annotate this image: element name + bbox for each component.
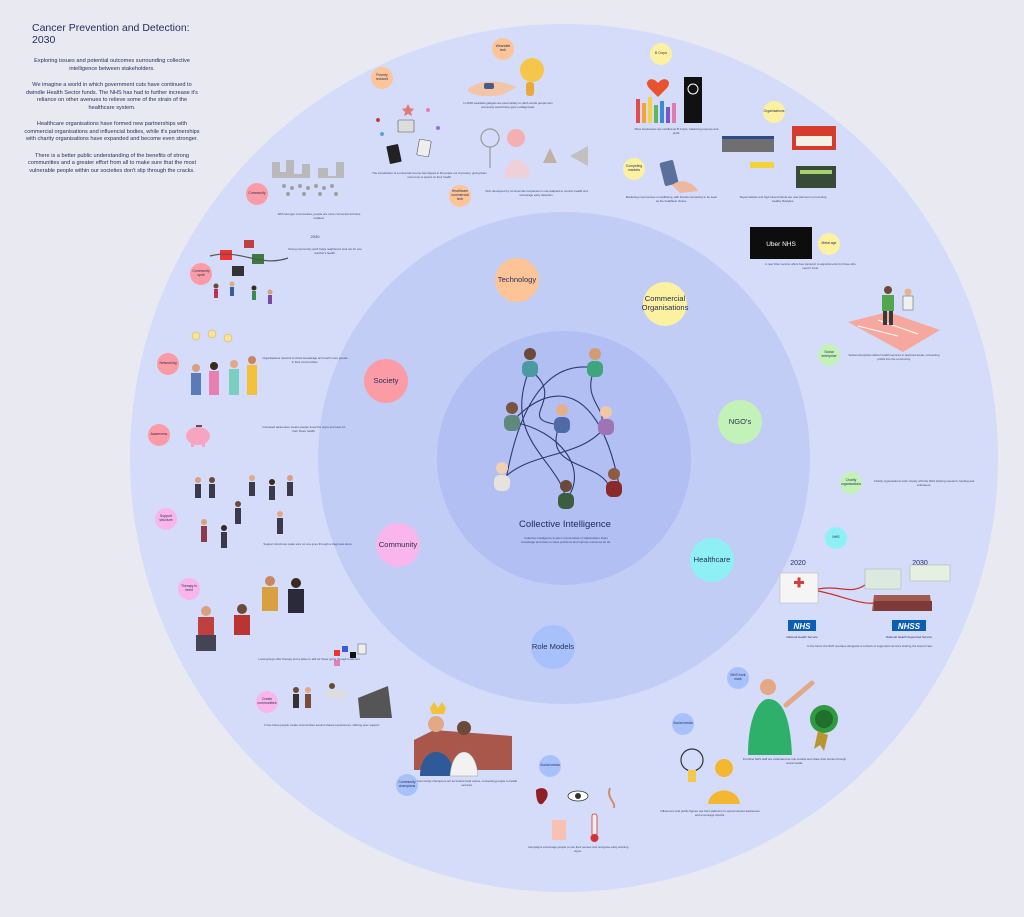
subtopic-networking[interactable]: Networking: [157, 353, 179, 375]
community-illustration: [272, 160, 344, 196]
page-title: Cancer Prevention and Detection: 2030: [32, 22, 190, 46]
wearable-tech-caption: In 2030 wearable gadgets are used widely…: [463, 101, 553, 109]
metal-age-caption: A new Uber service offers free transport…: [765, 262, 856, 270]
subtopic-metal-age[interactable]: Metal age: [818, 233, 840, 255]
category-role-models-label: Role Models: [531, 641, 575, 651]
category-society-label: Society: [373, 375, 399, 385]
category-community-label: Community: [378, 539, 418, 549]
nhs-frontline-caption: Frontline NHS staff are celebrated as ro…: [742, 757, 847, 765]
social-media-2-caption: Campaigns encourage people to use their …: [527, 845, 629, 853]
nhs-caption: In the future the NHS operates alongside…: [807, 644, 933, 648]
collective-intelligence-description: Collective intelligence is when communit…: [521, 536, 611, 544]
uber-nhs-logo: Uber NHS: [750, 227, 812, 259]
category-healthcare[interactable]: Healthcare: [690, 538, 734, 582]
community-champions-illustration: [414, 702, 512, 777]
networking-caption: Organisations network to share knowledge…: [262, 356, 348, 364]
intro-paragraph-3: Healthcare organisations have formed new…: [24, 121, 200, 143]
networking-illustration: [191, 329, 257, 395]
therapy-caption: Local groups offer therapy and a place t…: [258, 657, 361, 661]
subtopic-nhs-front-mark[interactable]: NHS front mark: [727, 667, 749, 689]
category-technology[interactable]: Technology: [495, 258, 539, 302]
commercial-tech-caption: Tech developed by commercial companies i…: [485, 189, 588, 197]
subtopic-poverty-reduced[interactable]: Poverty reduced: [371, 67, 393, 89]
social-media-1-caption: Influencers and public figures use their…: [660, 809, 760, 817]
category-role-models[interactable]: Role Models: [531, 625, 575, 669]
social-enterprise-caption: Social enterprises deliver health servic…: [848, 353, 940, 361]
social-media-2-illustration: [536, 787, 616, 842]
nhs-service-text: National Health Service: [786, 635, 818, 639]
organisations-illustration: [722, 126, 836, 188]
category-commercial-label: Commercial Organisations: [641, 294, 689, 312]
subtopic-support-structure[interactable]: Support structure: [155, 508, 177, 530]
category-ngos[interactable]: NGO's: [718, 400, 762, 444]
subtopic-create-communities[interactable]: Create communities: [256, 691, 278, 713]
intro-paragraph-4: There is a better public understanding o…: [27, 152, 197, 175]
community-spirit-illustration: [209, 240, 289, 304]
subtopic-b-corps[interactable]: B Corps: [650, 43, 672, 65]
charity-organisations-caption: Charity organisations work closely with …: [873, 479, 975, 487]
nhss-logo-text: NHSS: [898, 622, 921, 631]
inner-ring: [437, 331, 691, 585]
awareness-illustration: [186, 425, 210, 447]
commercial-tech-illustration: [480, 128, 588, 178]
year-2030-label: 2030: [912, 560, 928, 567]
b-corps-illustration: [636, 77, 702, 123]
community-caption: With stronger communities, people are mo…: [277, 212, 361, 220]
poverty-reduced-illustration: [376, 104, 440, 164]
year-2020-label: 2020: [790, 560, 806, 567]
nhss-service-text: National Health Supported Service: [886, 635, 932, 639]
subtopic-social-media-2[interactable]: Social media: [539, 755, 561, 777]
create-communities-caption: In the future people create communities …: [264, 723, 380, 727]
subtopic-charity-organisations[interactable]: Charity organisations: [840, 472, 862, 494]
subtopic-commercial-tech[interactable]: Healthcare commercial tech: [449, 185, 471, 207]
therapy-illustration: [196, 576, 304, 651]
community-champions-caption: Community champions act as trusted local…: [416, 779, 518, 787]
uber-nhs-text: Uber NHS: [766, 241, 796, 248]
organisations-caption: Supermarkets and high street brands are …: [739, 195, 827, 203]
subtopic-community-spirit[interactable]: Community spirit: [190, 263, 212, 285]
subtopic-community-champions[interactable]: Community champions: [396, 774, 418, 796]
subtopic-social-enterprise[interactable]: Social enterprise: [818, 344, 840, 366]
subtopic-competing-markets[interactable]: Competing markets: [623, 158, 645, 180]
category-technology-label: Technology: [497, 274, 537, 284]
poverty-reduced-caption: The introduction of a universal income h…: [372, 171, 487, 179]
nhss-logo: NHSS National Health Supported Service: [886, 620, 932, 639]
intro-paragraph-1: Exploring issues and potential outcomes …: [34, 58, 190, 72]
competing-markets-caption: Marketing now focuses on wellbeing, with…: [625, 195, 718, 203]
subtopic-social-media-1[interactable]: Social media: [672, 713, 694, 735]
support-structure-caption: Support structures make sure no one goes…: [263, 542, 353, 546]
b-corps-caption: More businesses are certified as B Corps…: [634, 127, 719, 135]
subtopic-organisations[interactable]: Organisations: [763, 101, 785, 123]
subtopic-awareness[interactable]: Awareness: [148, 424, 170, 446]
subtopic-nhs[interactable]: NHS: [825, 527, 847, 549]
subtopic-therapy-in-need[interactable]: Therapy in need: [178, 578, 200, 600]
subtopic-community[interactable]: Community: [246, 183, 268, 205]
wearable-tech-illustration: [467, 58, 544, 97]
awareness-caption: Increased awareness means people know th…: [262, 425, 346, 433]
category-ngos-label: NGO's: [728, 416, 752, 426]
nhs-logo-text: NHS: [794, 622, 812, 631]
collective-intelligence-title: Collective Intelligence: [519, 519, 611, 530]
category-healthcare-label: Healthcare: [693, 554, 731, 564]
community-spirit-caption: Strong community spirit helps neighbours…: [288, 247, 362, 255]
create-communities-illustration: [293, 643, 392, 718]
nhs-logo: NHS National Health Service: [786, 620, 818, 639]
nhs-comparison-illustration: 2020 2030: [779, 560, 951, 611]
competing-markets-illustration: [659, 160, 698, 193]
category-commercial-organisations[interactable]: Commercial Organisations: [641, 282, 689, 326]
intro-paragraph-2: We imagine a world in which government c…: [26, 82, 198, 111]
intro-panel: Cancer Prevention and Detection: 2030 Ex…: [24, 22, 200, 185]
community-year-label: 2030: [310, 234, 320, 239]
subtopic-wearable-tech[interactable]: Wearable tech: [492, 38, 514, 60]
category-community[interactable]: Community: [376, 523, 420, 567]
collective-intelligence-network: [494, 348, 622, 509]
support-structure-illustration: [195, 475, 293, 548]
person-icon: [494, 348, 622, 509]
category-society[interactable]: Society: [364, 359, 408, 403]
social-enterprise-illustration: [848, 286, 940, 352]
nhs-frontline-illustration: [748, 679, 838, 755]
social-media-1-illustration: [680, 748, 740, 804]
